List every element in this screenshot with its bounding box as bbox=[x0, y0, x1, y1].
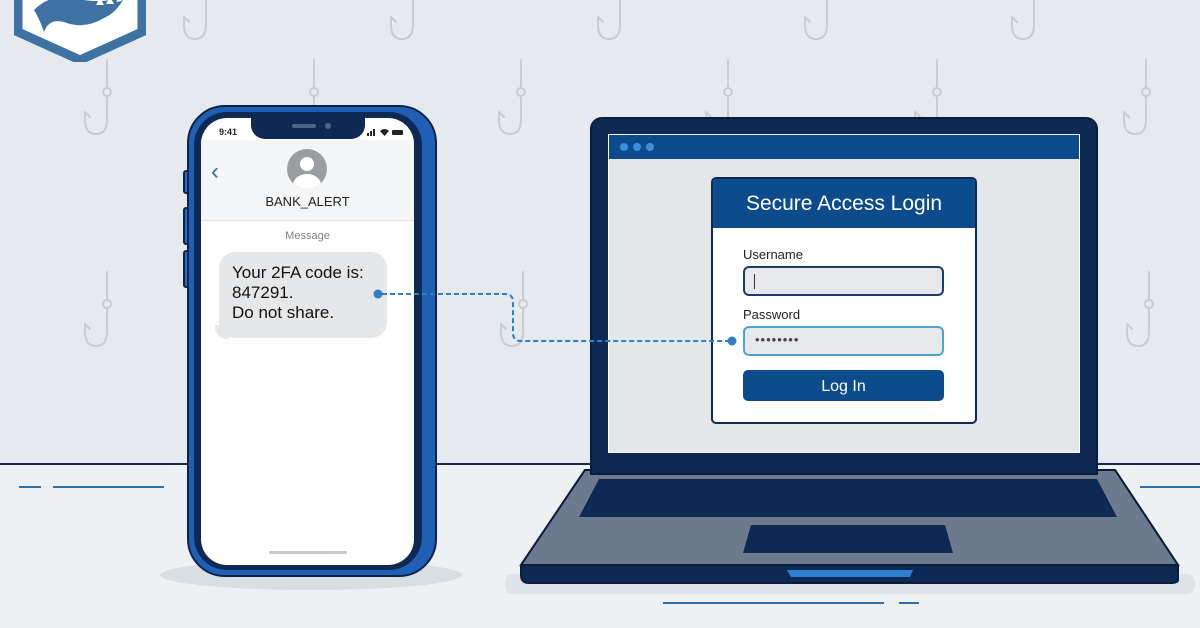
decor-line bbox=[53, 486, 164, 488]
hook-icon bbox=[1123, 59, 1151, 135]
decor-line bbox=[663, 602, 884, 604]
password-input[interactable]: •••••••• bbox=[743, 326, 944, 356]
hook-icon bbox=[183, 0, 207, 40]
hook-icon bbox=[84, 59, 112, 135]
hook-icon bbox=[804, 0, 828, 40]
speaker-icon bbox=[292, 124, 316, 128]
status-time: 9:41 bbox=[219, 127, 238, 137]
wifi-icon bbox=[380, 129, 389, 136]
message-code: 847291. bbox=[232, 283, 294, 302]
status-icons bbox=[367, 128, 404, 136]
hook-icon bbox=[390, 0, 414, 40]
password-value: •••••••• bbox=[755, 332, 800, 347]
decor-line bbox=[19, 486, 41, 488]
window-control-dot[interactable] bbox=[620, 143, 628, 151]
chevron-left-icon[interactable]: ‹ bbox=[211, 158, 219, 185]
hook-icon bbox=[84, 271, 112, 347]
phone-screen: ‹ BANK_ALERT 9:41 Message Your 2FA code … bbox=[201, 118, 414, 565]
message-line: Your 2FA code is: bbox=[232, 263, 364, 282]
browser-titlebar bbox=[609, 135, 1079, 159]
laptop-screen: Secure Access Login Username Password ••… bbox=[608, 134, 1080, 453]
window-control-dot[interactable] bbox=[633, 143, 641, 151]
window-control-dot[interactable] bbox=[646, 143, 654, 151]
sms-header: ‹ BANK_ALERT bbox=[201, 140, 414, 221]
signal-icon bbox=[367, 129, 375, 136]
connector-line bbox=[373, 289, 737, 346]
login-card: Secure Access Login Username Password ••… bbox=[711, 177, 977, 424]
decor-line bbox=[1140, 486, 1200, 488]
decor-line bbox=[899, 602, 919, 604]
username-label: Username bbox=[743, 247, 803, 262]
camera-icon bbox=[325, 123, 331, 129]
sms-message-bubble[interactable]: Your 2FA code is: 847291. Do not share. bbox=[219, 252, 387, 338]
home-indicator bbox=[269, 551, 347, 554]
contact-name: BANK_ALERT bbox=[265, 194, 350, 209]
hook-icon bbox=[498, 59, 526, 135]
message-line: Do not share. bbox=[232, 303, 335, 322]
text-caret bbox=[754, 274, 755, 289]
shark-shield-logo-icon bbox=[14, 0, 146, 62]
person-icon bbox=[287, 149, 327, 189]
thread-label: Message bbox=[285, 230, 330, 242]
phone-notch bbox=[251, 118, 365, 139]
hook-icon bbox=[597, 0, 621, 40]
battery-icon bbox=[392, 130, 403, 135]
login-title: Secure Access Login bbox=[713, 179, 975, 228]
hook-icon bbox=[1011, 0, 1035, 40]
password-label: Password bbox=[743, 307, 801, 322]
laptop-base bbox=[519, 469, 1180, 584]
username-input[interactable] bbox=[743, 266, 944, 296]
login-button[interactable]: Log In bbox=[743, 370, 944, 401]
hook-icon bbox=[1126, 271, 1154, 347]
